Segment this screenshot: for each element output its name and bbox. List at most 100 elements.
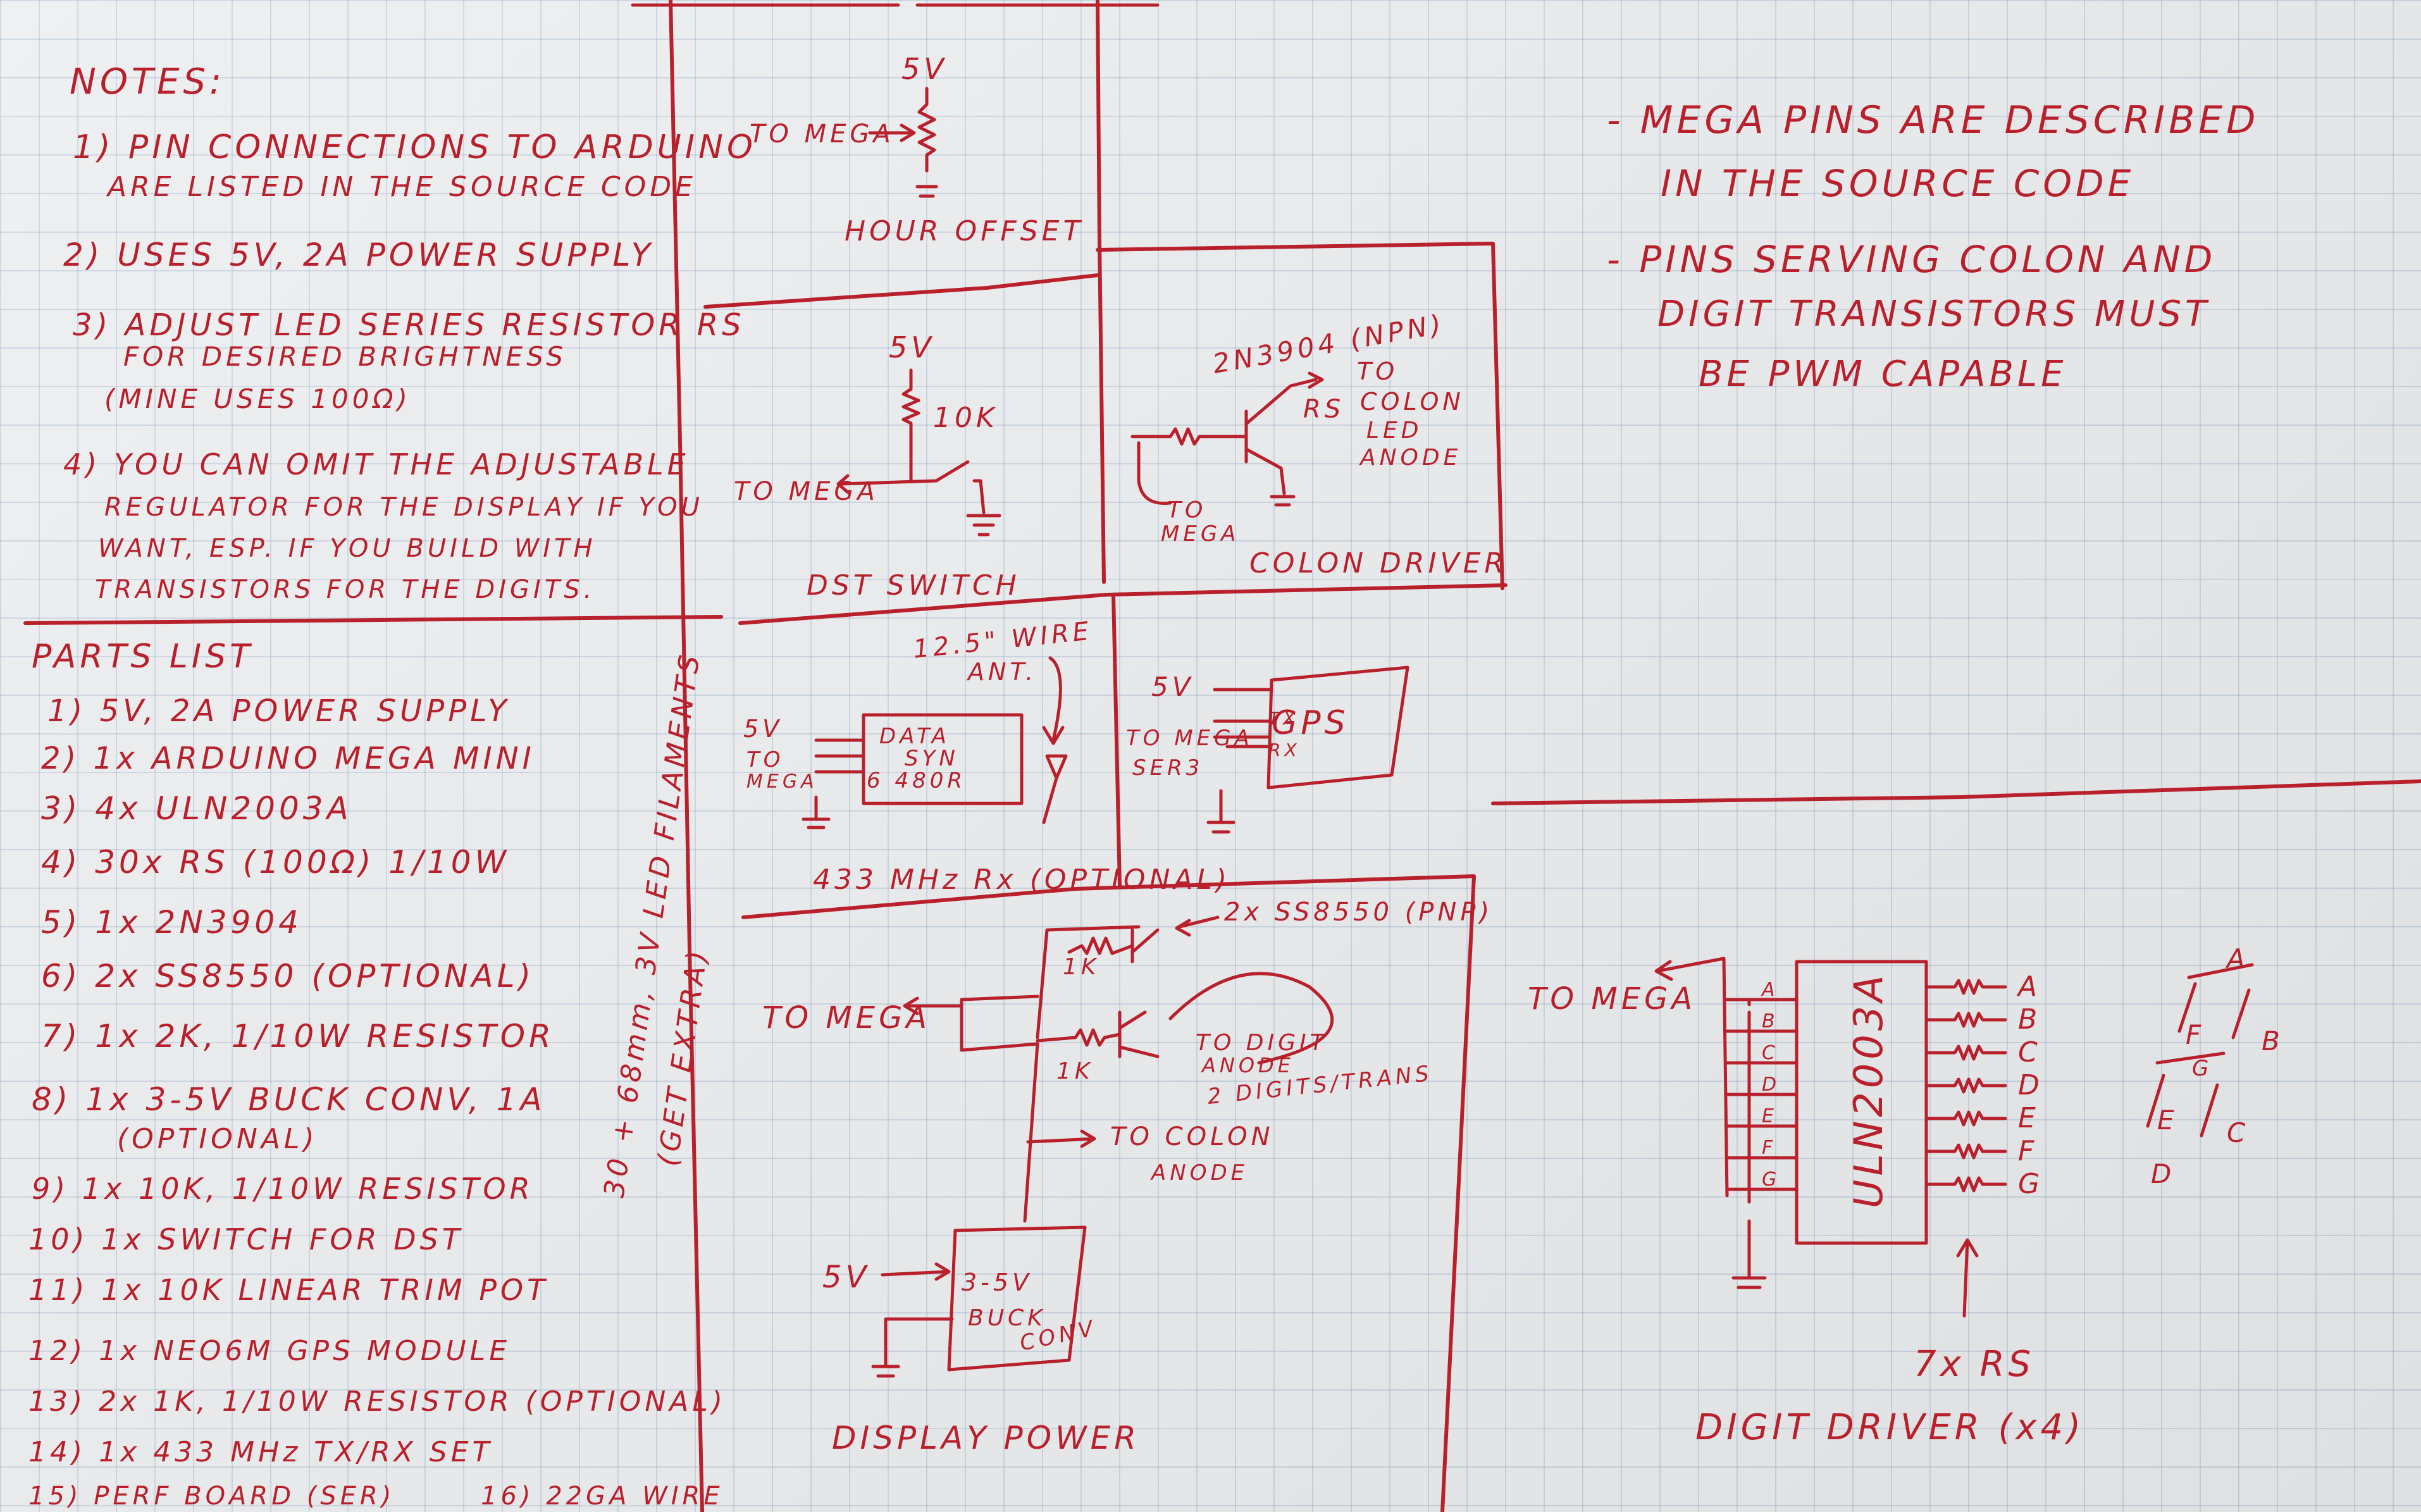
to-colon-2: ANODE [1150,1160,1248,1186]
buck-5v: 5V [822,1260,870,1295]
colon-to-label: TO [1357,357,1398,385]
colon-transistor-part: 2N3904 (NPN) [1210,308,1447,380]
gps-rx: RX [1268,740,1301,760]
notes-heading: NOTES: [70,61,225,102]
part-4: 4) 30x RS (100Ω) 1/10W [41,844,510,881]
parts-heading: PARTS LIST [32,638,254,676]
right-notes: - MEGA PINS ARE DESCRIBED IN THE SOURCE … [1607,98,2259,395]
display-power-circuit: 2x SS8550 (PNP) TO MEGA 1K 1K TO DIGIT A… [762,898,1493,1456]
output-pin-label: D [2018,1069,2043,1101]
output-resistor [1924,979,2007,995]
digit-driver-title: DIGIT DRIVER (x4) [1695,1407,2084,1448]
rx-module-2: SYN [905,746,959,771]
colon-anode-label: ANODE [1359,445,1461,471]
hour-offset-5v: 5V [901,52,948,86]
part-1: 1) 5V, 2A POWER SUPPLY [47,693,511,729]
segment-g: G [2192,1056,2212,1081]
note-4-line-4: TRANSISTORS FOR THE DIGITS. [95,575,595,604]
output-pin-label: E [2018,1102,2040,1134]
part-2: 2) 1x ARDUINO MEGA MINI [41,741,535,776]
input-pin-line [1725,1093,1799,1101]
pnp-part: 2x SS8550 (PNP) [1224,898,1493,927]
part-8-note: (OPTIONAL) [117,1123,318,1155]
segment-a: A [2225,943,2249,974]
gps-tx: TX [1268,708,1299,729]
hour-offset-title: HOUR OFFSET [845,215,1084,247]
colon-colon-label: COLON [1360,388,1464,416]
rx-to-mega-2: MEGA [746,771,818,793]
colon-to-mega-2: MEGA [1161,521,1239,547]
uln2003a-chip [1795,960,1928,1245]
note-4-line-3: WANT, ESP. IF YOU BUILD WITH [98,534,597,563]
part-10: 10) 1x SWITCH FOR DST [28,1222,464,1256]
output-resistor [1924,1044,2007,1061]
part-16: 16) 22GA WIRE [481,1482,724,1511]
right-note-3: - PINS SERVING COLON AND [1607,238,2216,281]
digit-to-mega: TO MEGA [1528,981,1696,1017]
uln2003a-label: ULN2003A [1845,972,1892,1209]
input-pin-line [1725,1187,1799,1196]
hour-offset-circuit: 5V TO MEGA HOUR OFFSET [750,52,1084,247]
pnp-r2: 1K [1056,1058,1094,1084]
gps-to-mega: TO MEGA [1126,726,1253,751]
right-note-1: - MEGA PINS ARE DESCRIBED [1607,98,2259,142]
output-resistor [1924,1012,2007,1028]
rx-5v: 5V [743,715,783,743]
buck-1: 3-5V [962,1268,1032,1296]
input-pin-label: A [1761,979,1779,1001]
part-8: 8) 1x 3-5V BUCK CONV, 1A [32,1081,546,1118]
note-1-line-2: ARE LISTED IN THE SOURCE CODE [106,171,697,203]
rx-module-1: DATA [879,724,950,749]
dst-5v: 5V [889,330,935,364]
gps-ser3: SER3 [1132,755,1203,781]
rx-ant-2: ANT. [966,658,1037,686]
gps-5v: 5V [1151,671,1194,702]
rx-ant-1: 12.5" WIRE [912,616,1094,664]
note-3-line-1: 3) ADJUST LED SERIES RESISTOR RS [73,307,745,343]
note-2: 2) USES 5V, 2A POWER SUPPLY [63,237,654,273]
gps-circuit: 5V GPS TX RX TO MEGA SER3 [1126,666,1409,834]
colon-driver-title: COLON DRIVER [1249,547,1508,579]
part-12: 12) 1x NEO6M GPS MODULE [28,1335,511,1367]
segment-legend: A B C D E F G [2146,943,2284,1189]
segment-b: B [2262,1026,2284,1057]
digit-rs-count: 7x RS [1914,1344,2034,1385]
gps-label: GPS [1272,704,1349,742]
note-4-line-2: REGULATOR FOR THE DISPLAY IF YOU [104,493,703,522]
to-digit-1: TO DIGIT [1196,1030,1328,1056]
to-digit-2: ANODE [1201,1053,1294,1077]
note-1-line-1: 1) PIN CONNECTIONS TO ARDUINO [73,128,757,166]
note-3-line-3: (MINE USES 100Ω) [104,383,411,414]
rx-module-box [862,713,1024,805]
note-4-line-1: 4) YOU CAN OMIT THE ADJUSTABLE [63,447,690,481]
colon-rs: RS [1303,395,1344,424]
part-9: 9) 1x 10K, 1/10W RESISTOR [32,1172,534,1206]
part-6: 6) 2x SS8550 (OPTIONAL) [41,958,535,995]
part-11: 11) 1x 10K LINEAR TRIM POT [28,1273,548,1307]
output-pin-label: G [2018,1168,2043,1200]
output-resistor [1924,1176,2007,1193]
output-resistor [1924,1110,2007,1127]
rx-title: 433 MHz Rx (OPTIONAL) [813,864,1230,896]
display-power-to-mega: TO MEGA [762,1000,931,1036]
segment-e: E [2157,1105,2178,1136]
part-15: 15) PERF BOARD (SER) [28,1482,395,1511]
hour-offset-to-mega: TO MEGA [750,120,895,149]
buck-2: BUCK [968,1305,1046,1331]
dst-resistor-label: 10K [933,402,998,434]
parts-list: PARTS LIST 1) 5V, 2A POWER SUPPLY 2) 1x … [28,638,724,1511]
input-pin-label: F [1762,1137,1776,1159]
output-resistor [1924,1077,2007,1094]
right-note-2: IN THE SOURCE CODE [1661,162,2134,205]
input-pin-label: C [1762,1042,1779,1064]
output-pin-label: C [2018,1036,2041,1069]
input-pin-label: B [1762,1010,1779,1032]
segment-f: F [2186,1019,2205,1050]
input-pin-label: E [1762,1105,1778,1127]
section-dividers [23,0,2421,1512]
input-pin-label: D [1762,1074,1780,1096]
display-power-title: DISPLAY POWER [832,1420,1140,1456]
parts-side-note-2: (GET EXTRA) [652,945,714,1168]
